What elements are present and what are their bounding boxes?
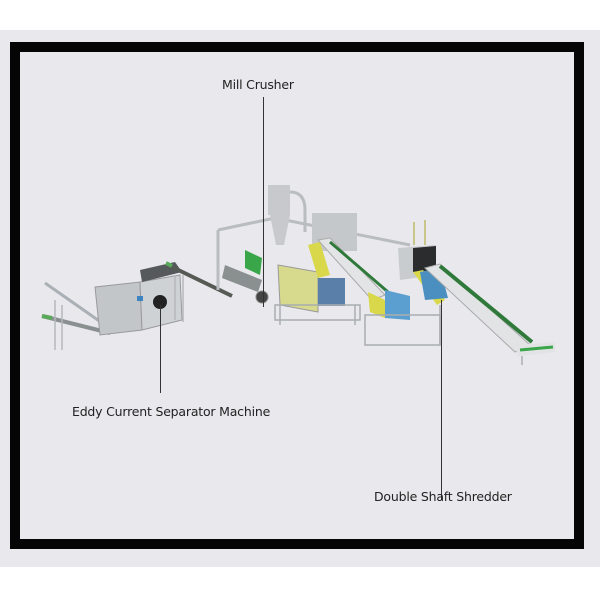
- leader-line-eddy-current: [160, 305, 161, 393]
- double-shaft-shredder: [364, 220, 555, 365]
- label-double-shaft-shredder: Double Shaft Shredder: [374, 489, 512, 504]
- leader-line-double-shaft: [441, 300, 442, 500]
- eddy-current-separator: [41, 262, 184, 350]
- label-eddy-current-separator: Eddy Current Separator Machine: [72, 404, 271, 419]
- leader-line-mill-crusher: [263, 97, 264, 307]
- label-mill-crusher: Mill Crusher: [222, 77, 294, 92]
- connecting-conveyor: [165, 261, 233, 298]
- mill-crusher-unit: [216, 185, 411, 325]
